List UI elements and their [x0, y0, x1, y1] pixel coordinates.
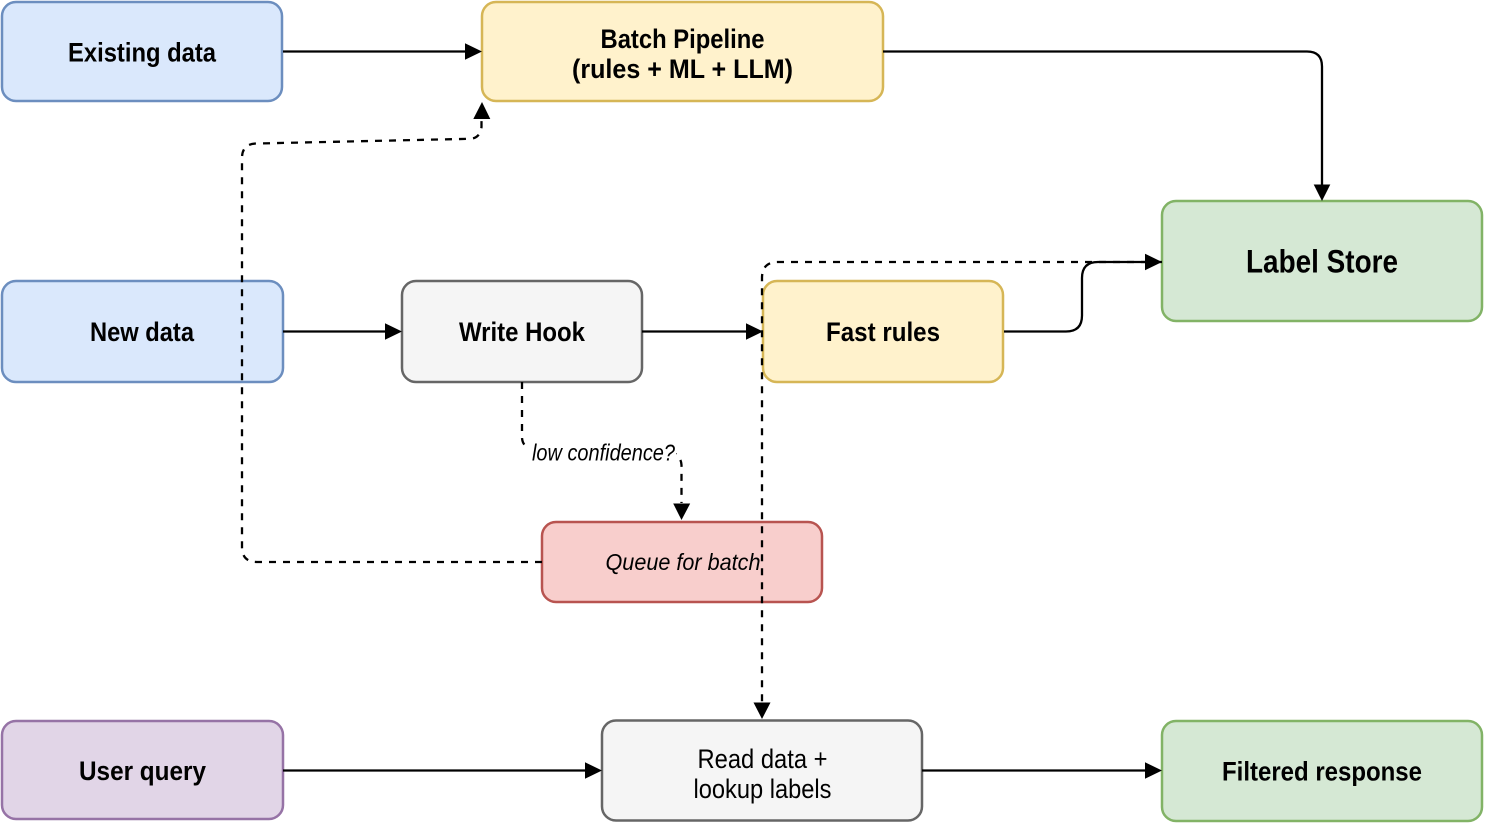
svg-text:Batch Pipeline: Batch Pipeline — [601, 24, 765, 54]
svg-text:Existing data: Existing data — [68, 38, 217, 68]
svg-text:low confidence?: low confidence? — [532, 440, 675, 466]
svg-text:(rules + ML + LLM): (rules + ML + LLM) — [572, 54, 793, 84]
svg-text:New data: New data — [90, 317, 195, 347]
svg-text:Write Hook: Write Hook — [459, 317, 586, 347]
svg-text:Label Store: Label Store — [1246, 244, 1398, 280]
svg-text:Read data +: Read data + — [698, 744, 828, 774]
svg-text:User query: User query — [79, 756, 206, 786]
svg-text:lookup labels: lookup labels — [694, 774, 832, 804]
svg-text:Filtered response: Filtered response — [1222, 757, 1422, 787]
svg-text:Fast rules: Fast rules — [826, 317, 940, 347]
svg-text:Queue for batch: Queue for batch — [606, 549, 761, 575]
